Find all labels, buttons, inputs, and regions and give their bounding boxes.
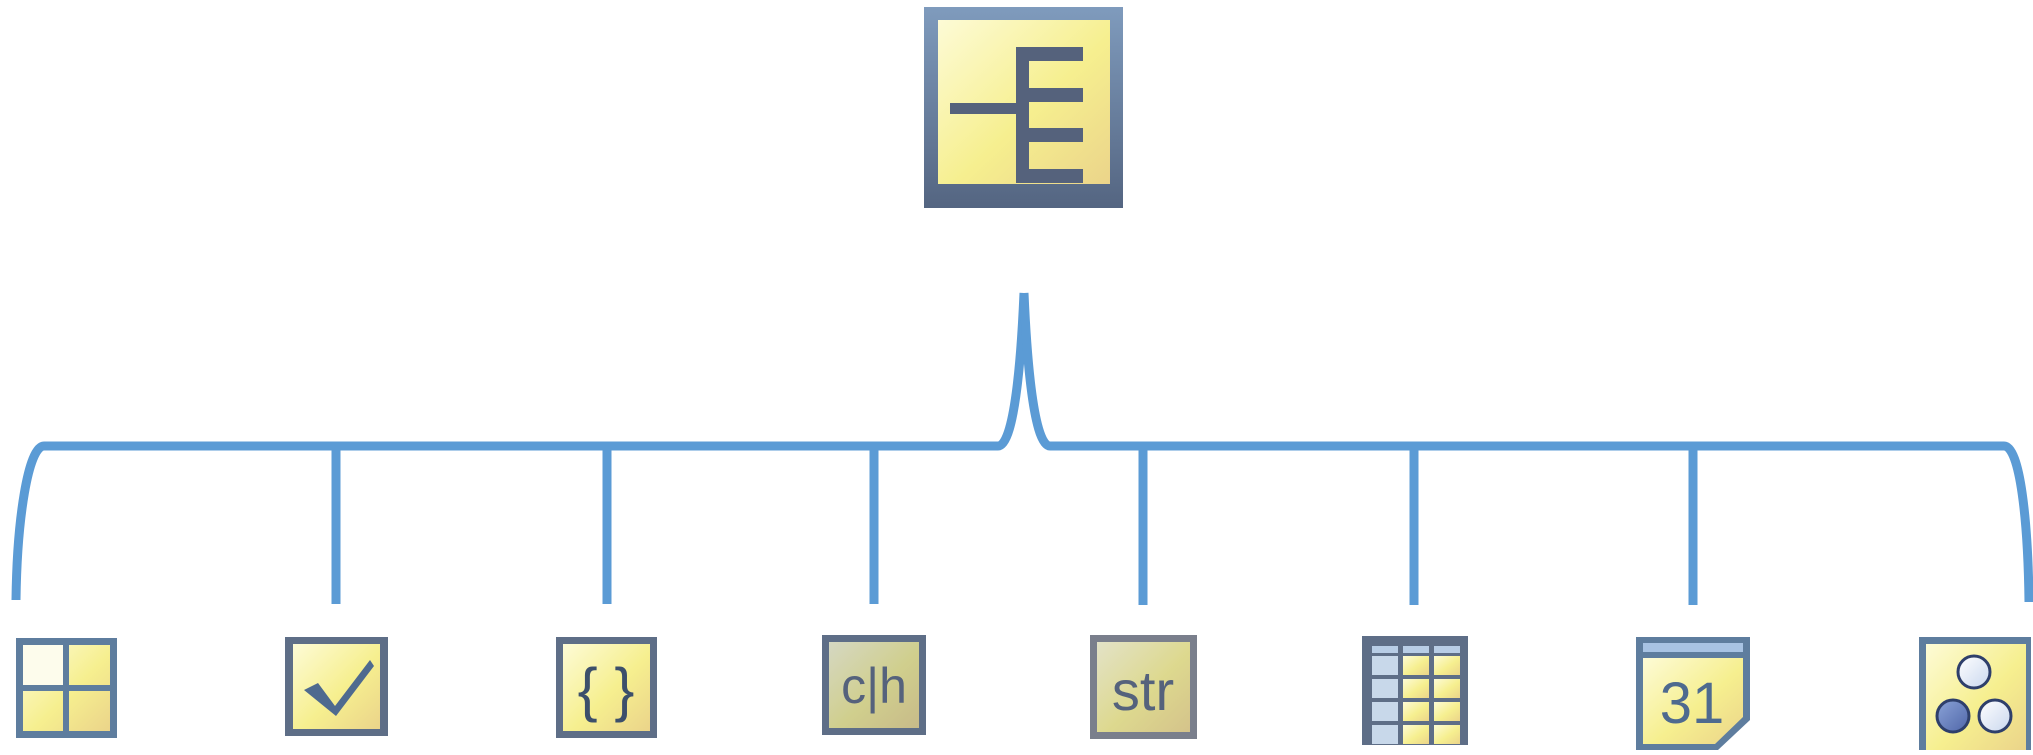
three-circles-icon	[1919, 637, 2031, 750]
table-cell	[1403, 656, 1429, 675]
char-text-icon: c|h	[822, 635, 926, 735]
table-cell	[1434, 725, 1460, 744]
table-cell	[1434, 646, 1460, 653]
connector-lines	[11, 292, 2033, 605]
curly-braces-label: { }	[578, 656, 635, 723]
table-cell	[1403, 702, 1429, 721]
table-cell	[1403, 725, 1429, 744]
table-cell	[1434, 656, 1460, 675]
table-cell	[1434, 679, 1460, 698]
table-cell	[1372, 656, 1398, 675]
calendar-icon: 31	[1636, 637, 1750, 750]
string-label: str	[1112, 659, 1174, 722]
checkmark-icon	[285, 637, 388, 736]
table-cell	[1372, 702, 1398, 721]
string-icon: str	[1090, 635, 1197, 739]
table-cell	[1372, 646, 1398, 653]
quadrant-grid-icon	[16, 638, 117, 738]
table-cell	[1403, 646, 1429, 653]
table-cell	[1434, 702, 1460, 721]
calendar-day-label: 31	[1660, 671, 1725, 736]
table-cell	[1372, 679, 1398, 698]
table-grid-icon	[1362, 636, 1468, 745]
curly-braces-icon: { }	[556, 637, 657, 738]
enumeration-icon	[924, 7, 1123, 208]
table-cell	[1403, 679, 1429, 698]
left-branch-connector	[11, 292, 1029, 601]
table-cell	[1372, 725, 1398, 744]
right-branch-connector	[1019, 292, 2033, 603]
char-text-label: c|h	[841, 658, 907, 714]
